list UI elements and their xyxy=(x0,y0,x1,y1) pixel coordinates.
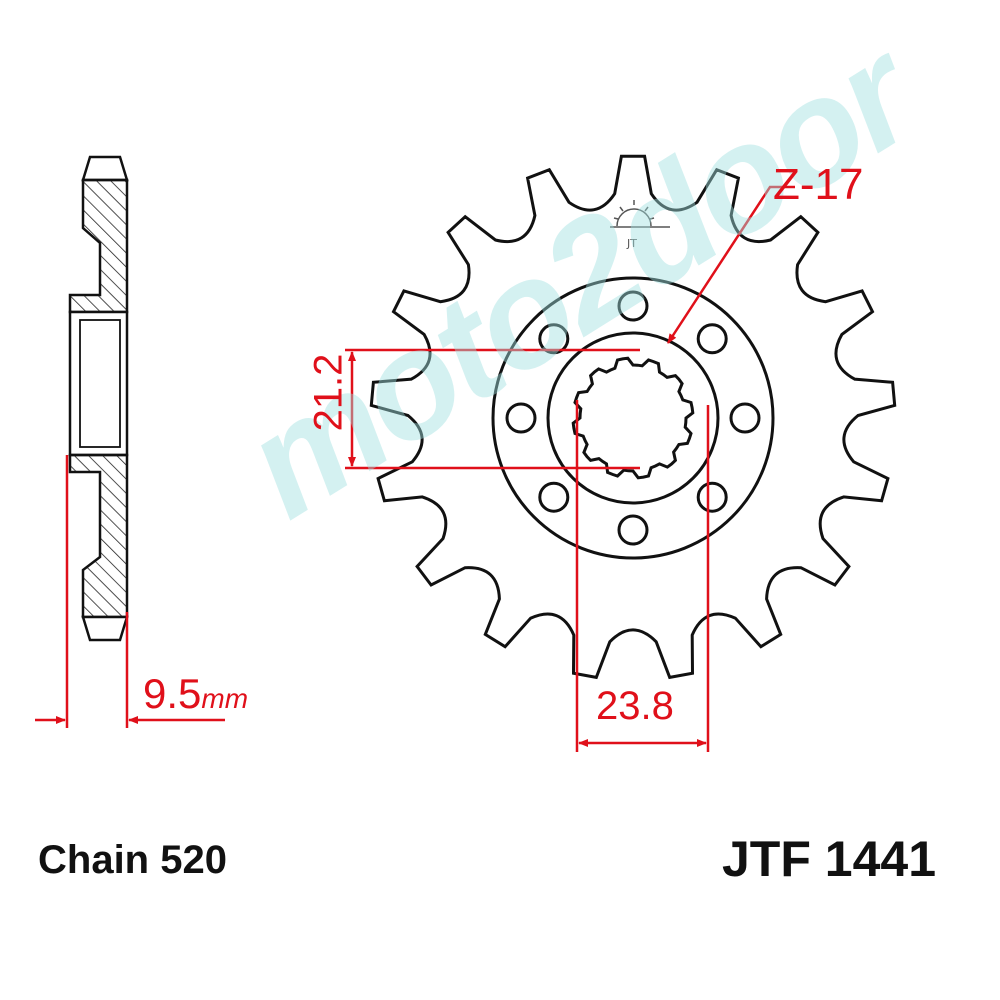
bolt-hole xyxy=(617,290,649,322)
spline-bore xyxy=(571,356,695,480)
thickness-unit: mm xyxy=(201,683,249,714)
bolt-hole xyxy=(505,402,537,434)
bolt-hole xyxy=(729,402,761,434)
thickness-label: 9.5mm xyxy=(143,670,248,718)
thickness-value: 9.5 xyxy=(143,670,202,717)
bolt-hole xyxy=(696,481,728,513)
spline-outer-diameter-label: 23.8 xyxy=(596,684,674,728)
jt-sun-logo-icon: JT xyxy=(610,200,670,250)
lower-section xyxy=(68,453,129,619)
bolt-hole xyxy=(538,481,570,513)
sprocket xyxy=(369,154,897,680)
dimensions xyxy=(35,185,795,752)
bottom-tooth-cap xyxy=(81,615,129,642)
bolt-hole xyxy=(696,323,728,355)
svg-text:JT: JT xyxy=(626,237,637,250)
side-profile xyxy=(68,155,129,642)
bore-inner xyxy=(79,319,121,448)
upper-section xyxy=(68,178,129,314)
bolt-hole xyxy=(617,514,649,546)
bolt-hole xyxy=(538,323,570,355)
teeth-count-label: Z-17 xyxy=(773,160,864,209)
part-number-label: JTF 1441 xyxy=(722,831,937,887)
chain-size-label: Chain 520 xyxy=(38,838,227,882)
top-tooth-cap xyxy=(81,155,129,182)
spline-inner-diameter-label: 21.2 xyxy=(306,353,351,432)
